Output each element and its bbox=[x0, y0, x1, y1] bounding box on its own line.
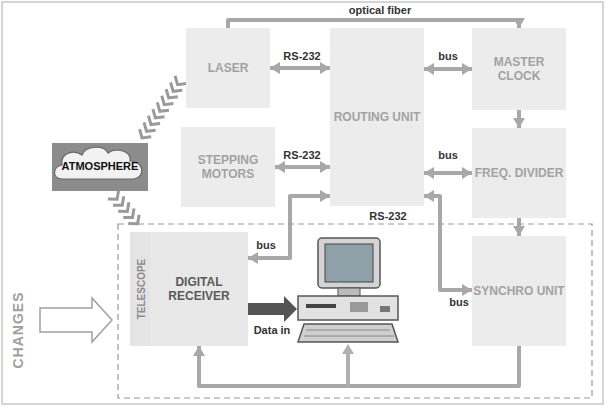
connector bbox=[424, 190, 472, 296]
connector bbox=[424, 63, 472, 75]
connector bbox=[513, 218, 525, 236]
arrowhead bbox=[342, 344, 354, 354]
arrowhead bbox=[513, 226, 525, 236]
beam-chevrons bbox=[108, 190, 139, 224]
node-text: DIGITAL RECEIVER bbox=[150, 275, 248, 304]
node-text: FREQ. DIVIDER bbox=[475, 166, 564, 180]
arrowhead bbox=[513, 18, 525, 28]
computer-icon bbox=[298, 238, 398, 342]
changes-arrow bbox=[40, 298, 112, 342]
connector-label: RS-232 bbox=[281, 50, 322, 62]
data-in-arrow bbox=[244, 296, 297, 322]
node-text: LASER bbox=[208, 61, 249, 75]
arrowhead bbox=[320, 161, 330, 173]
dashed-region bbox=[118, 224, 592, 398]
connector-label: bus bbox=[436, 149, 460, 161]
connector-label: bus bbox=[447, 296, 471, 308]
atmosphere-box: ATMOSPHERE bbox=[52, 143, 148, 191]
connector bbox=[513, 110, 525, 128]
signal-label: RS-232 bbox=[367, 210, 408, 222]
synchro-box: SYNCHRO UNIT bbox=[472, 236, 566, 346]
divider-box: FREQ. DIVIDER bbox=[472, 128, 566, 218]
arrowhead bbox=[462, 284, 472, 296]
arrowhead bbox=[462, 167, 472, 179]
arrowhead bbox=[248, 252, 258, 264]
signal-label: Data in bbox=[252, 324, 293, 336]
connector-label: bus bbox=[254, 239, 278, 251]
receiver-box: DIGITAL RECEIVER bbox=[150, 232, 248, 346]
connector-label: RS-232 bbox=[281, 149, 322, 161]
node-text: SYNCHRO UNIT bbox=[473, 284, 564, 298]
connector bbox=[270, 62, 330, 74]
node-text: STEPPING MOTORS bbox=[181, 153, 275, 182]
clock-box: MASTER CLOCK bbox=[472, 28, 566, 110]
node-text: MASTER CLOCK bbox=[472, 55, 566, 84]
arrowhead bbox=[275, 161, 285, 173]
routing-box: ROUTING UNIT bbox=[330, 28, 424, 206]
arrowhead bbox=[270, 62, 280, 74]
arrowhead bbox=[424, 167, 434, 179]
connector bbox=[424, 167, 472, 179]
node-text: ROUTING UNIT bbox=[334, 110, 421, 124]
node-text: ATMOSPHERE bbox=[62, 160, 139, 173]
connector bbox=[275, 161, 330, 173]
arrowhead bbox=[424, 63, 434, 75]
node-text: TELESCOPE bbox=[136, 259, 148, 320]
side-caption: CHANGES bbox=[10, 289, 26, 370]
device-box: LASER bbox=[186, 28, 270, 108]
arrowhead bbox=[320, 190, 330, 202]
connector-label: bus bbox=[436, 50, 460, 62]
connector-label: optical fiber bbox=[347, 4, 413, 16]
arrowhead bbox=[513, 118, 525, 128]
connector bbox=[228, 18, 525, 28]
outer-frame bbox=[2, 2, 603, 404]
feedback-line bbox=[346, 352, 350, 386]
device-box: STEPPING MOTORS bbox=[181, 127, 275, 207]
arrowhead bbox=[320, 62, 330, 74]
beam-chevrons bbox=[140, 76, 187, 138]
arrowhead bbox=[193, 346, 205, 356]
arrowhead bbox=[424, 190, 434, 202]
connector bbox=[193, 346, 519, 386]
arrowhead bbox=[462, 63, 472, 75]
